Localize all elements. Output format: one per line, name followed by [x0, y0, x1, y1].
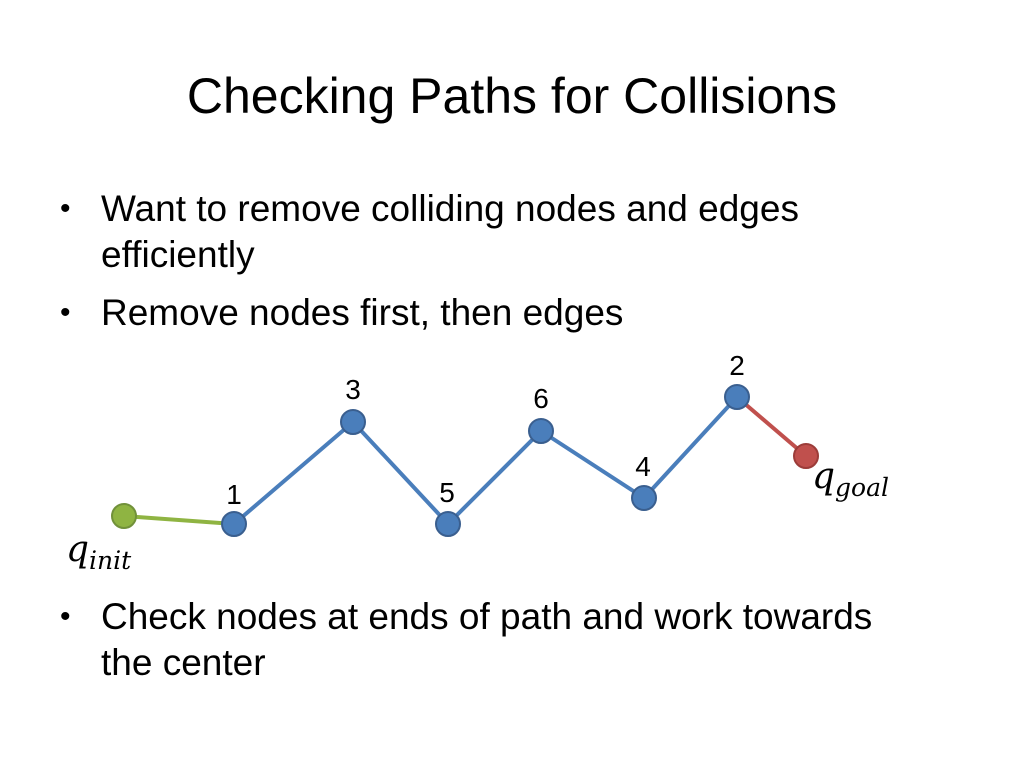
bullet-dot: •: [60, 296, 71, 329]
node-label-4: 4: [635, 451, 651, 482]
q-init-label: qinit: [66, 529, 132, 575]
bullet-item: • Want to remove colliding nodes and edg…: [60, 186, 920, 278]
path-node-6: [528, 418, 554, 444]
q-goal-base: q: [812, 456, 835, 497]
path-node-4: [631, 485, 657, 511]
bullet-text: Want to remove colliding nodes and edges…: [101, 188, 799, 275]
q-goal-label: qgoal: [812, 456, 889, 502]
node-label-5: 5: [439, 477, 455, 508]
path-node-2: [724, 384, 750, 410]
bullet-item: • Remove nodes first, then edges: [60, 290, 920, 336]
bullet-text: Check nodes at ends of path and work tow…: [101, 596, 873, 683]
bullet-item: • Check nodes at ends of path and work t…: [60, 594, 920, 686]
start-node: [111, 503, 137, 529]
node-label-2: 2: [729, 350, 745, 381]
node-label-3: 3: [345, 374, 361, 405]
q-init-sub: init: [89, 546, 132, 575]
path-node-1: [221, 511, 247, 537]
bullet-text: Remove nodes first, then edges: [101, 292, 624, 333]
start-edge: [123, 514, 235, 526]
bullet-dot: •: [60, 600, 71, 633]
path-node-5: [435, 511, 461, 537]
goal-node: [793, 443, 819, 469]
slide-title: Checking Paths for Collisions: [186, 68, 838, 124]
path-node-3: [340, 409, 366, 435]
bullet-list-bottom: • Check nodes at ends of path and work t…: [60, 594, 920, 686]
node-label-1: 1: [226, 479, 242, 510]
bullet-list-top: • Want to remove colliding nodes and edg…: [60, 186, 920, 336]
node-label-6: 6: [533, 383, 549, 414]
goal-edge: [735, 395, 808, 458]
bullet-dot: •: [60, 192, 71, 225]
q-init-base: q: [66, 529, 89, 570]
q-goal-sub: goal: [835, 473, 889, 502]
path-diagram: 1 3 5 6 4 2 qinit qgoal: [66, 350, 889, 575]
path-edges: [232, 395, 739, 526]
